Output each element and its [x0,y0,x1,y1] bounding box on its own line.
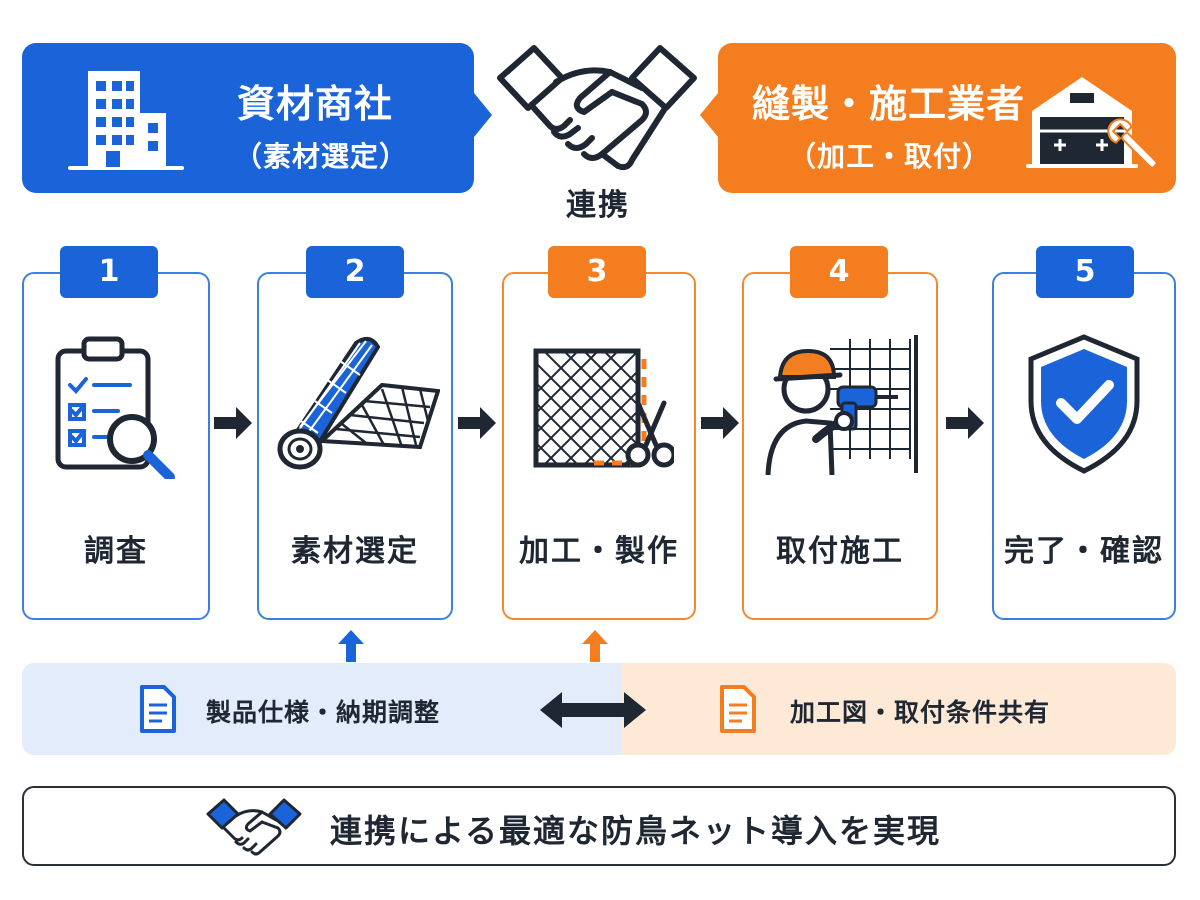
double-arrow-icon [540,692,646,728]
step-card-5: 完了・確認 [992,272,1176,620]
arrow-up-icon [582,630,608,662]
info-spec-schedule: 製品仕様・納期調整 [22,663,622,755]
office-building-icon [68,71,184,170]
arrow-right-icon [946,407,984,439]
step-1-label: 調査 [84,534,148,569]
step-card-4: 取付施工 [742,272,938,620]
step-4-badge: 4 [790,246,888,298]
factory-wrench-icon [1026,77,1158,169]
document-icon [140,685,176,733]
net-roll-icon [277,336,440,470]
step-5-label: 完了・確認 [1004,534,1164,569]
info-drawing-conditions: 加工図・取付条件共有 [594,663,1176,755]
partner-left-title: 資材商社 [237,82,394,126]
step-2-badge: 2 [306,246,404,298]
banner-pointer [700,93,718,137]
partner-trading-company: 資材商社 （素材選定） [22,43,492,193]
arrow-up-icon [338,630,364,662]
summary-text: 連携による最適な防鳥ネット導入を実現 [330,812,942,850]
step-card-1: 調査 [22,272,210,620]
partner-right-title: 縫製・施工業者 [752,82,1026,126]
info-right-text: 加工図・取付条件共有 [790,698,1051,727]
worker-drill-icon [765,335,918,476]
net-cutting-icon [533,348,674,468]
handshake-icon [206,798,302,856]
arrow-right-icon [701,407,739,439]
clipboard-search-icon [55,336,175,479]
arrow-right-icon [214,407,252,439]
shield-check-icon [1028,334,1140,474]
partner-left-subtitle: （素材選定） [234,140,409,173]
step-4-label: 取付施工 [776,534,904,569]
step-card-2: 素材選定 [257,272,453,620]
partner-sewing-contractor: 縫製・施工業者 （加工・取付） [700,43,1176,193]
arrow-right-icon [458,407,496,439]
step-1-badge: 1 [60,246,158,298]
link-label: 連携 [566,188,630,223]
handshake-icon [497,45,697,171]
summary-banner: 連携による最適な防鳥ネット導入を実現 [22,786,1176,866]
banner-pointer [474,93,492,137]
partner-right-subtitle: （加工・取付） [788,140,992,173]
document-icon [720,685,756,733]
info-left-text: 製品仕様・納期調整 [206,698,441,727]
step-2-label: 素材選定 [291,534,419,569]
step-3-label: 加工・製作 [519,534,679,569]
step-3-badge: 3 [548,246,646,298]
step-card-3: 加工・製作 [502,272,696,620]
step-5-badge: 5 [1036,246,1134,298]
